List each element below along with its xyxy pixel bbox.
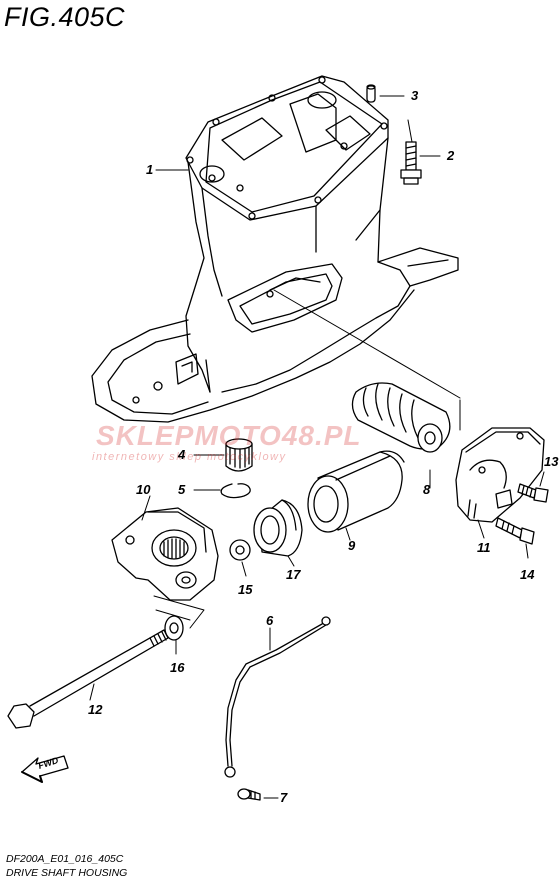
callout-12: 12: [88, 702, 103, 717]
part-15-washer: [229, 539, 251, 561]
callout-6: 6: [266, 613, 274, 628]
callout-2: 2: [447, 148, 455, 163]
part-7-screw: [237, 788, 261, 801]
diagram-code: DF200A_E01_016_405C: [6, 853, 124, 865]
callout-3: 3: [411, 88, 419, 103]
part-11-mount-cover: [455, 427, 545, 523]
callout-7: 7: [280, 790, 288, 805]
callout-8: 8: [423, 482, 431, 497]
figure-title: FIG.405C: [4, 2, 126, 32]
part-8-rubber-mount: [351, 382, 451, 453]
part-14-bolt: [495, 517, 535, 545]
part-16-washer: [164, 615, 184, 641]
part-5-circlip: [220, 483, 251, 499]
watermark-tagline: internetowy sklep motocyklowy: [92, 451, 287, 463]
leader-lines: [89, 95, 545, 799]
callout-5: 5: [178, 482, 186, 497]
part-1-drive-shaft-housing: [91, 75, 459, 423]
callout-14: 14: [520, 567, 535, 582]
callout-9: 9: [348, 538, 356, 553]
part-3-dowel-pin: [366, 84, 376, 103]
callout-4: 4: [178, 447, 186, 462]
callout-11: 11: [477, 540, 491, 555]
callout-13: 13: [544, 454, 559, 469]
callout-15: 15: [238, 582, 253, 597]
callout-17: 17: [286, 567, 301, 582]
callout-10: 10: [136, 482, 151, 497]
watermark-logo: SKLEPMOTO48.PL: [96, 420, 362, 451]
part-2-bolt: [400, 141, 422, 185]
part-4-collar: [225, 438, 253, 472]
part-9-mount-cylinder: [307, 450, 405, 533]
part-10-clamp-bracket: [111, 507, 219, 601]
fwd-arrow-icon: [21, 755, 69, 783]
part-6-ground-wire: [224, 616, 331, 778]
callout-16: 16: [170, 660, 185, 675]
callout-1: 1: [146, 162, 154, 177]
diagram-caption: DRIVE SHAFT HOUSING: [6, 867, 128, 879]
part-13-bolt: [517, 483, 549, 503]
part-17-grommet: [253, 499, 303, 557]
